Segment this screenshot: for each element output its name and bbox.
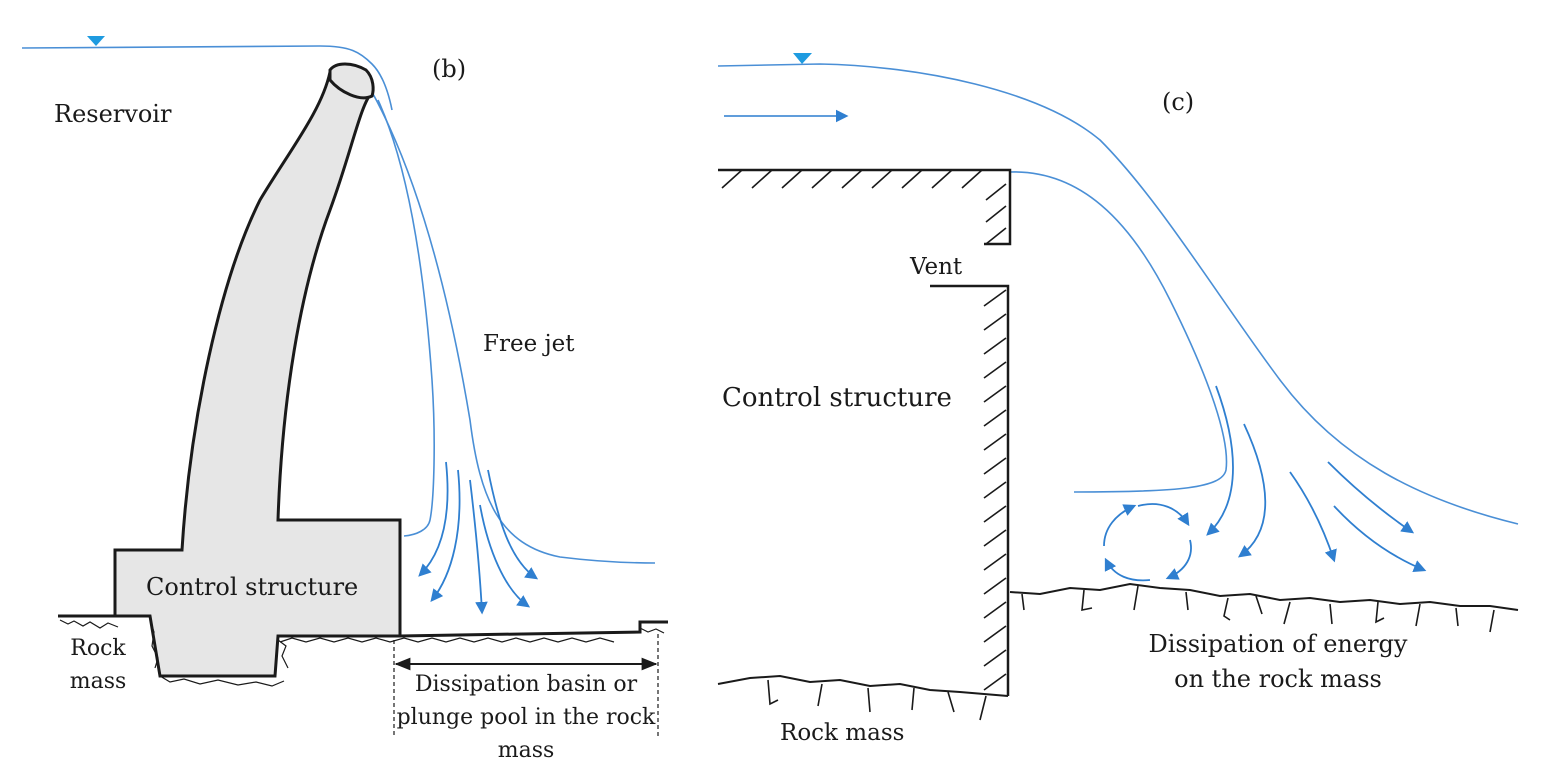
jet-arrow-4 [479,504,531,608]
water-level-marker-icon-c [793,53,812,64]
vortex-arrow-bottom [1104,557,1151,582]
wall-line [930,284,1010,696]
free-jet-outer-line [371,91,656,564]
free-jet-inner-line [377,99,435,537]
vortex-arrow-top [1137,503,1190,527]
lower-nappe-line [1009,171,1228,493]
free-jet-label: Free jet [483,331,575,357]
rock-mass-label-b-line1: Rock [70,636,126,661]
panel-b-tag: (b) [432,55,466,83]
impact-arrow-4 [1327,461,1415,534]
panel-c: (c) Vent Control structure Dissipation o… [717,53,1519,746]
impact-arrow-1 [1206,385,1234,536]
rock-mass-label-b-line2: mass [70,669,127,694]
jet-arrow-5 [487,469,539,580]
basin-label-line2: plunge pool in the rock [397,705,656,730]
impact-arrow-5 [1333,505,1427,572]
jet-arrow-1 [418,461,449,577]
rock-texture-left [59,619,289,687]
reservoir-label: Reservoir [54,100,172,128]
dam-crest [328,62,375,100]
rock-mass-label-c: Rock mass [780,720,904,746]
basin-floor [399,620,668,638]
vortex-arrow-left [1103,504,1137,547]
wall-hatching [983,289,1007,691]
rock-cracks-downstream [1021,585,1495,633]
panel-b: (b) Reservoir Free jet Control structure… [21,36,668,763]
rock-cracks-toe [767,679,987,721]
jet-arrow-2 [430,469,461,602]
dam-body [113,66,402,678]
vortex-arrow-right [1165,539,1192,580]
control-structure-label-b: Control structure [146,573,358,601]
jet-arrow-3 [469,479,488,615]
impact-arrow-2 [1237,423,1267,558]
vent-label: Vent [909,254,963,280]
basin-label-line1: Dissipation basin or [415,672,638,697]
water-level-marker-icon [87,36,105,46]
rock-surface-downstream [1009,582,1519,611]
crest-hatching [721,169,1007,245]
basin-floor-texture [279,627,665,643]
impact-arrow-3 [1289,471,1337,563]
basin-label-line3: mass [498,738,555,763]
dissipation-label-line1: Dissipation of energy [1149,630,1408,658]
panel-c-tag: (c) [1162,88,1194,116]
control-structure-label-c: Control structure [722,383,952,413]
upstream-water-surface [717,63,1519,525]
crest-top-line [718,168,1012,246]
rock-surface-toe [717,674,1009,697]
dissipation-label-line2: on the rock mass [1174,665,1382,693]
reservoir-water-surface [21,45,393,111]
